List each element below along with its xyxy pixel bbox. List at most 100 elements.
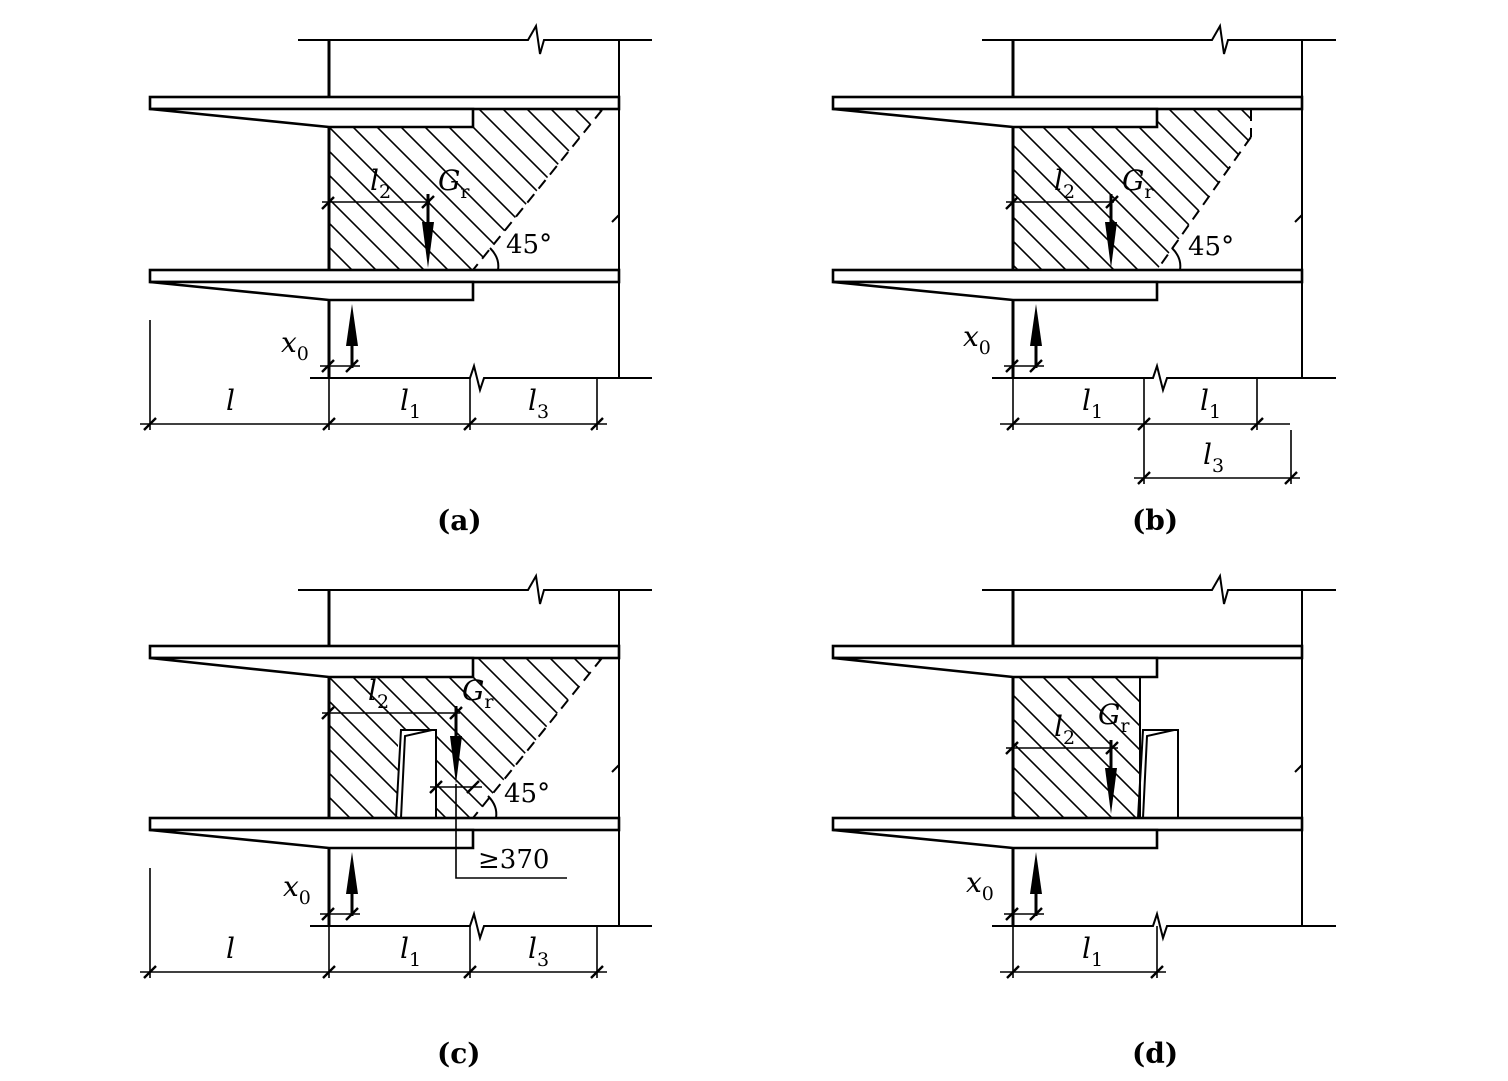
reaction-arrowhead bbox=[1030, 852, 1042, 894]
hatch-line bbox=[800, 100, 990, 290]
hatch-line bbox=[1400, 100, 1508, 290]
floor-slab bbox=[148, 268, 621, 284]
label-l2: l2 bbox=[370, 164, 391, 203]
hatch-line bbox=[1013, 677, 1015, 818]
floor-slab bbox=[831, 95, 1304, 111]
label-gr: Gr bbox=[1122, 164, 1154, 203]
floor-slab bbox=[148, 95, 621, 111]
opening-jamb bbox=[400, 729, 433, 819]
hatch-line bbox=[1039, 677, 1140, 818]
reaction-arrowhead bbox=[346, 852, 358, 894]
cantilever-beam bbox=[832, 656, 1159, 679]
wall-opening bbox=[398, 730, 436, 818]
hatch-line bbox=[1231, 110, 1251, 270]
hatch-line bbox=[782, 100, 972, 290]
hatch-line bbox=[1280, 100, 1470, 290]
hatch-line bbox=[1159, 110, 1251, 270]
hatch-line bbox=[1087, 677, 1140, 818]
break-mark bbox=[1294, 214, 1303, 223]
dimension-tick bbox=[1029, 907, 1043, 921]
hatch-line bbox=[1087, 110, 1251, 270]
break-line bbox=[982, 572, 1336, 605]
hatch-line bbox=[1183, 110, 1251, 270]
label-l1: l1 bbox=[1082, 932, 1103, 971]
caption-d: (d) bbox=[1132, 1037, 1178, 1070]
label-l2: l2 bbox=[368, 674, 389, 713]
break-line bbox=[298, 572, 652, 605]
hatch-line bbox=[134, 650, 324, 840]
wall-opening-outline bbox=[1137, 729, 1179, 819]
label-angle: 45° bbox=[1188, 232, 1234, 262]
dimension-tick bbox=[322, 417, 336, 431]
hatch-line bbox=[1328, 100, 1508, 290]
hatch-line bbox=[614, 650, 804, 840]
floor-slab bbox=[148, 816, 621, 832]
label-angle: 45° bbox=[506, 230, 552, 260]
label-gr: Gr bbox=[462, 674, 494, 713]
hatch-line bbox=[1013, 110, 1015, 270]
dimension-tick bbox=[466, 780, 480, 794]
dimension-tick bbox=[463, 417, 477, 431]
hatch-line bbox=[614, 100, 804, 290]
hatch-line bbox=[1376, 100, 1508, 290]
hatch-region-a bbox=[110, 100, 972, 290]
hatch-line bbox=[710, 100, 900, 290]
break-line bbox=[310, 362, 652, 394]
hatch-line bbox=[1160, 650, 1350, 840]
dimension-tick bbox=[345, 359, 359, 373]
dimension-tick bbox=[429, 780, 443, 794]
hatch-line bbox=[1013, 110, 1063, 270]
hatch-line bbox=[1013, 677, 1039, 818]
hatch-line bbox=[329, 658, 349, 818]
break-mark bbox=[611, 214, 620, 223]
hatch-line bbox=[329, 110, 397, 270]
caption-a: (a) bbox=[437, 504, 482, 537]
hatch-line bbox=[517, 110, 602, 270]
hatch-line bbox=[686, 650, 876, 840]
hatch-line bbox=[329, 658, 493, 818]
hatch-line bbox=[638, 100, 828, 290]
dimension-tick bbox=[345, 907, 359, 921]
hatch-line bbox=[541, 110, 602, 270]
hatch-region-c bbox=[134, 650, 972, 840]
label-l1-second: l1 bbox=[1200, 384, 1221, 423]
hatch-line bbox=[662, 100, 852, 290]
hatch-line bbox=[134, 100, 324, 290]
hatch-line bbox=[469, 658, 602, 818]
angle-arc bbox=[1171, 247, 1182, 271]
cantilever-beam bbox=[832, 828, 1159, 850]
hatch-line bbox=[329, 110, 373, 270]
floor-slab bbox=[831, 268, 1304, 284]
panel-c: l l1 l3 l2 Gr x0 45° ≥370 (c) bbox=[134, 572, 972, 1070]
hatch-line bbox=[800, 650, 990, 840]
dimension-tick bbox=[1005, 907, 1019, 921]
hatch-line bbox=[782, 650, 972, 840]
dimension-tick bbox=[321, 706, 335, 720]
panel-d: l1 l2 Gr x0 (d) bbox=[800, 572, 1350, 1070]
hatch-line bbox=[110, 100, 300, 290]
angle-arc bbox=[489, 247, 500, 271]
cantilever-beam bbox=[832, 107, 1159, 129]
hatch-line bbox=[734, 650, 924, 840]
hatch-line bbox=[329, 658, 373, 818]
dimension-tick bbox=[143, 417, 157, 431]
break-mark bbox=[1294, 764, 1303, 773]
hatch-line bbox=[349, 658, 541, 818]
hatch-line bbox=[329, 110, 469, 270]
hatch-line bbox=[1256, 100, 1446, 290]
hatch-line bbox=[1013, 677, 1135, 818]
break-line bbox=[992, 910, 1336, 942]
hatch-line bbox=[329, 110, 493, 270]
label-l: l bbox=[226, 932, 235, 965]
reaction-arrowhead bbox=[346, 304, 358, 346]
hatch-line bbox=[493, 110, 602, 270]
hatch-line bbox=[1013, 677, 1063, 818]
label-l1: l1 bbox=[400, 932, 421, 971]
hatch-line bbox=[1352, 100, 1508, 290]
dimension-tick bbox=[1029, 359, 1043, 373]
dimension-tick bbox=[322, 965, 336, 979]
hatch-line bbox=[329, 658, 397, 818]
hatch-line bbox=[1207, 110, 1251, 270]
hatch-line bbox=[329, 110, 517, 270]
label-l3: l3 bbox=[528, 384, 549, 423]
